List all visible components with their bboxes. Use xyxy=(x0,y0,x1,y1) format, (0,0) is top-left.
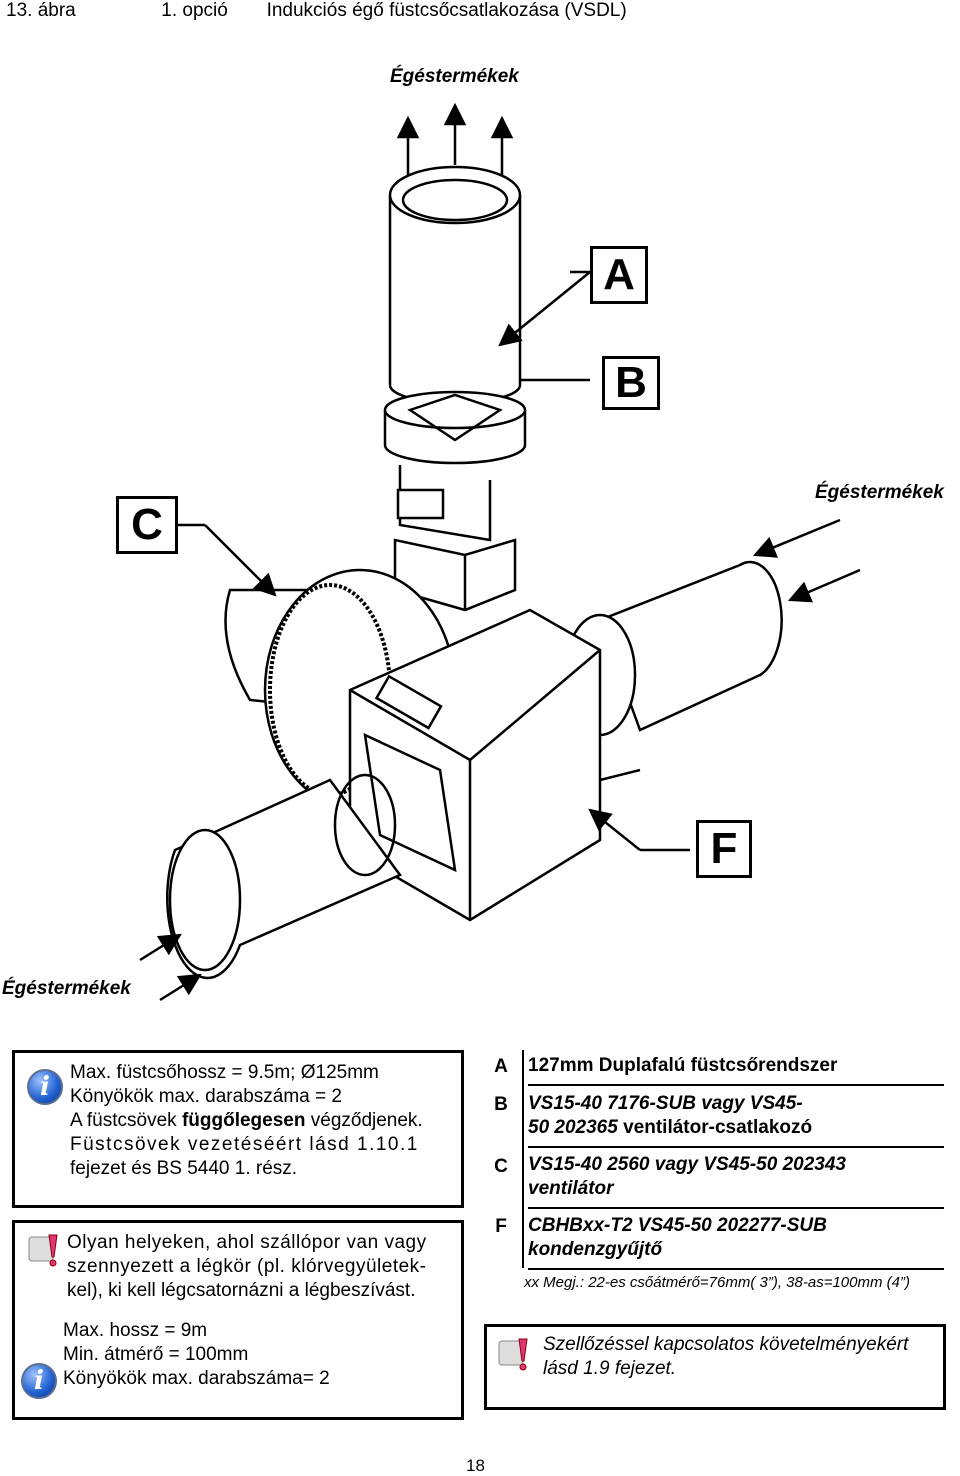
info-box-air-intake: Olyan helyeken, ahol szállópor van vagy … xyxy=(12,1220,464,1420)
callout-c: C xyxy=(116,496,178,554)
callout-f: F xyxy=(696,820,752,878)
info-icon: i xyxy=(27,1069,63,1105)
info-line: Min. átmérő = 100mm xyxy=(63,1344,249,1365)
info-line: Könyökök max. darabszáma= 2 xyxy=(63,1368,330,1389)
info-line: Füstcsövek vezetéséért lásd 1.10.1 xyxy=(70,1134,419,1155)
vertical-flue-pipe xyxy=(388,195,522,405)
legend-key: B xyxy=(494,1094,508,1115)
legend-value: VS15-40 7176-SUB vagy VS45-50 202365 ven… xyxy=(528,1093,813,1138)
warning-line: szennyezett a légkör (pl. klórvegyületek… xyxy=(67,1256,427,1277)
warning-icon xyxy=(28,1234,58,1267)
legend-key: C xyxy=(494,1156,508,1177)
info-box-flue-length: i Max. füstcsőhossz = 9.5m; Ø125mm Könyö… xyxy=(12,1050,464,1208)
info-line: Könyökök max. darabszáma = 2 xyxy=(70,1086,342,1107)
warning-icon xyxy=(498,1338,528,1371)
warning-line: Olyan helyeken, ahol szállópor van vagy xyxy=(67,1232,427,1253)
figure-number: 13. ábra xyxy=(6,0,76,21)
flue-diagram xyxy=(139,102,861,1002)
figure-title: Indukciós égő füstcsőcsatlakozása (VSDL) xyxy=(266,0,627,21)
ventilation-box: Szellőzéssel kapcsolatos követelményekér… xyxy=(484,1324,946,1410)
warning-line: kel), ki kell légcsatornázni a légbeszív… xyxy=(67,1280,416,1301)
option-label: 1. opció xyxy=(161,0,228,21)
figure-header: 13. ábra 1. opció Indukciós égő füstcsőc… xyxy=(6,0,627,22)
info-line: A füstcsövek függőlegesen végződjenek. xyxy=(70,1110,423,1131)
flow-label-right: Égéstermékek xyxy=(815,482,944,503)
flow-label-left: Égéstermékek xyxy=(2,978,131,999)
info-line: fejezet és BS 5440 1. rész. xyxy=(70,1158,298,1179)
legend-note: xx Megj.: 22-es csőátmérő=76mm( 3”), 38-… xyxy=(524,1274,910,1291)
flow-label-top: Égéstermékek xyxy=(390,66,519,87)
ventilation-line: lásd 1.9 fejezet. xyxy=(543,1358,677,1379)
callout-a: A xyxy=(590,246,648,304)
air-inlet-pipe-right xyxy=(598,560,783,732)
info-icon: i xyxy=(21,1363,57,1399)
legend-key: F xyxy=(495,1216,507,1237)
page-number: 18 xyxy=(466,1456,485,1475)
ventilation-line: Szellőzéssel kapcsolatos követelményekér… xyxy=(543,1334,909,1355)
info-line: Max. füstcsőhossz = 9.5m; Ø125mm xyxy=(70,1062,379,1083)
legend-value: 127mm Duplafalú füstcsőrendszer xyxy=(528,1055,838,1076)
callout-b: B xyxy=(602,356,660,410)
legend-key: A xyxy=(494,1056,508,1077)
info-line: Max. hossz = 9m xyxy=(63,1320,208,1341)
legend-table: A 127mm Duplafalú füstcsőrendszer B VS15… xyxy=(484,1050,944,1300)
